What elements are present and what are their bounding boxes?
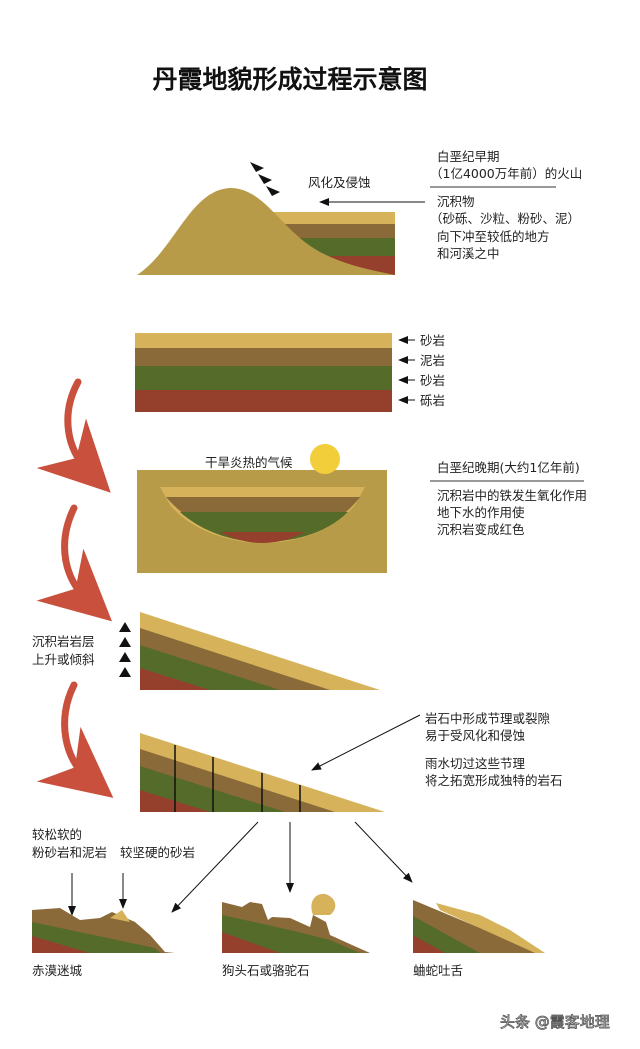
flow-text-1: 向下冲至较低的地方 xyxy=(437,229,550,244)
weathering-label: 风化及侵蚀 xyxy=(308,175,371,190)
hard-rock-text: 较坚硬的砂岩 xyxy=(120,845,195,860)
sun-icon xyxy=(310,444,340,474)
joint-text-4: 将之拓宽形成独特的岩石 xyxy=(425,773,563,788)
flow-text-2: 和河溪之中 xyxy=(437,246,500,261)
stage-uplift: 沉积岩岩层 上升或倾斜 xyxy=(32,612,380,690)
joint-text-2: 易于受风化和侵蚀 xyxy=(425,728,525,743)
layer-label: 泥岩 xyxy=(420,353,445,368)
uplift-text-1: 沉积岩岩层 xyxy=(32,634,95,649)
sediment-types: （砂砾、沙粒、粉砂、泥） xyxy=(430,211,580,226)
stage-landforms: 较松软的 粉砂岩和泥岩 较坚硬的砂岩 赤漠迷城 狗头石或骆驼石 蛐蛇吐舌 xyxy=(32,821,545,978)
oxidation-text-1: 沉积岩中的铁发生氧化作用 xyxy=(437,488,587,503)
landform-label: 赤漠迷城 xyxy=(32,963,83,978)
period-early: 白垩纪早期 xyxy=(437,149,500,164)
landform-label: 蛐蛇吐舌 xyxy=(413,963,463,978)
soft-rock-text-1: 较松软的 xyxy=(32,827,82,842)
joint-lines xyxy=(174,745,301,812)
layer-label: 砂岩 xyxy=(420,333,445,348)
layer-label: 砾岩 xyxy=(420,393,445,408)
joint-text-3: 雨水切过这些节理 xyxy=(425,756,526,771)
oxidation-text-2: 地下水的作用使 xyxy=(437,505,525,520)
uplift-text-2: 上升或倾斜 xyxy=(32,652,95,667)
watermark: 头条 @霞客地理 xyxy=(500,1013,610,1031)
uplift-arrows-icon xyxy=(119,622,131,677)
diagram-title: 丹霞地貌形成过程示意图 xyxy=(152,65,427,94)
oxidation-text-3: 沉积岩变成红色 xyxy=(437,522,525,537)
landform-label: 狗头石或骆驼石 xyxy=(222,963,310,978)
stage-strata: 砂岩 泥岩 砂岩 砾岩 xyxy=(135,333,445,412)
layer-label: 砂岩 xyxy=(420,373,445,388)
weathering-arrows-icon xyxy=(250,162,280,196)
joint-text-1: 岩石中形成节理或裂隙 xyxy=(425,711,550,726)
stage-oxidation: 干旱炎热的气候 白垩纪晚期(大约1亿年前) 沉积岩中的铁发生氧化作用 地下水的作… xyxy=(137,444,587,573)
stage-volcano-erosion: 风化及侵蚀 白垩纪早期 （1亿4000万年前）的火山 沉积物 （砂砾、沙粒、粉砂… xyxy=(137,149,582,275)
volcano-label: （1亿4000万年前）的火山 xyxy=(430,166,582,181)
sediment-label: 沉积物 xyxy=(437,194,475,209)
soft-rock-text-2: 粉砂岩和泥岩 xyxy=(32,845,107,860)
process-arrow-icons xyxy=(36,378,114,798)
climate-label: 干旱炎热的气候 xyxy=(205,455,293,470)
stage-jointing: 岩石中形成节理或裂隙 易于受风化和侵蚀 雨水切过这些节理 将之拓宽形成独特的岩石 xyxy=(140,711,563,812)
period-late: 白垩纪晚期(大约1亿年前) xyxy=(437,460,580,475)
